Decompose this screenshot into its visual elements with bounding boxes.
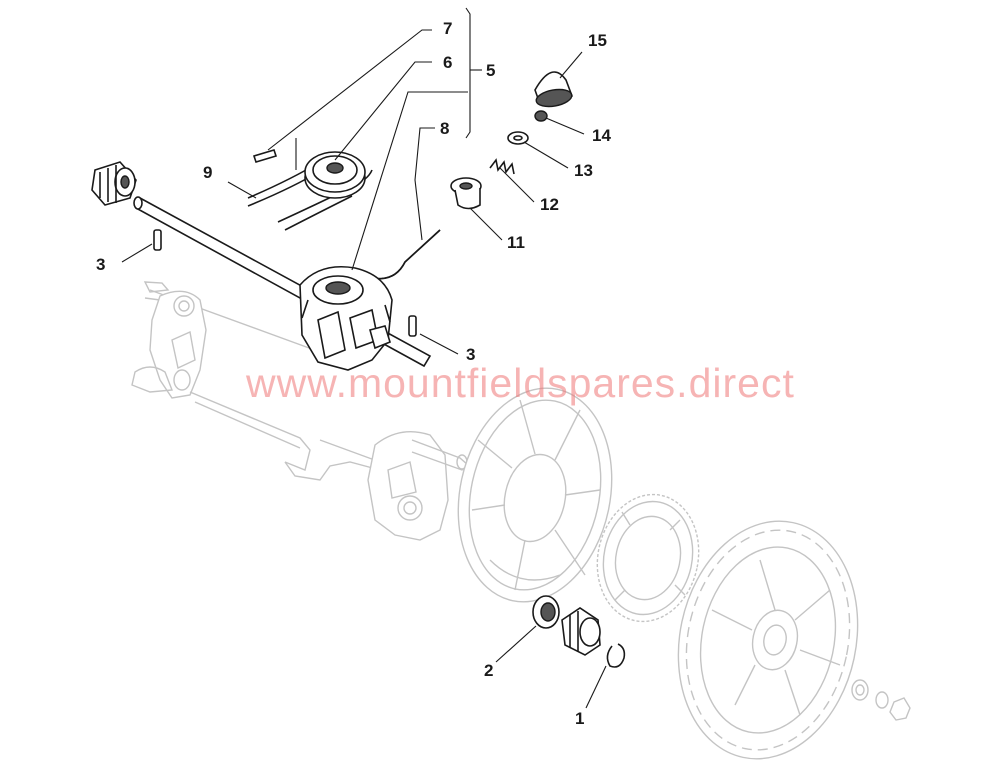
part-cap: [534, 71, 573, 108]
part-spring: [489, 158, 515, 175]
callout-6: 6: [443, 53, 453, 72]
part-bushing: [450, 177, 482, 210]
callout-2: 2: [484, 661, 494, 680]
part-pulley: [304, 151, 366, 199]
part-bearing: [532, 595, 560, 629]
hub-washers-ghost: [851, 679, 911, 721]
part-circlip: [606, 643, 626, 668]
callout-14: 14: [592, 126, 611, 145]
part-pinion-left: [91, 161, 137, 206]
part-washer: [507, 131, 529, 145]
leader-lines: [121, 7, 607, 709]
callout-3-left: 3: [96, 255, 106, 274]
callout-8: 8: [440, 119, 450, 138]
callout-11: 11: [507, 233, 525, 252]
part-gearbox: [299, 266, 393, 371]
part-pin: [252, 149, 278, 163]
callout-1: 1: [575, 709, 585, 728]
callout-13: 13: [574, 161, 593, 180]
drive-gear-ring-ghost: [596, 493, 700, 623]
part-pinion-right: [561, 607, 601, 656]
part-cable-rod: [371, 229, 441, 280]
callout-12: 12: [540, 195, 559, 214]
callout-5: 5: [486, 61, 496, 80]
callout-15: 15: [588, 31, 607, 50]
part-nut: [534, 110, 548, 122]
callout-7: 7: [443, 19, 453, 38]
wheel-tyre-ghost: [677, 520, 859, 760]
watermark-text: www.mountfieldspares.direct: [246, 360, 795, 406]
part-dowel-pins: [153, 229, 417, 337]
callout-3-right: 3: [466, 345, 476, 364]
callout-9: 9: [203, 163, 213, 182]
wheel-hub-ghost: [457, 387, 613, 603]
rear-axle-frame-ghost: [131, 281, 470, 541]
